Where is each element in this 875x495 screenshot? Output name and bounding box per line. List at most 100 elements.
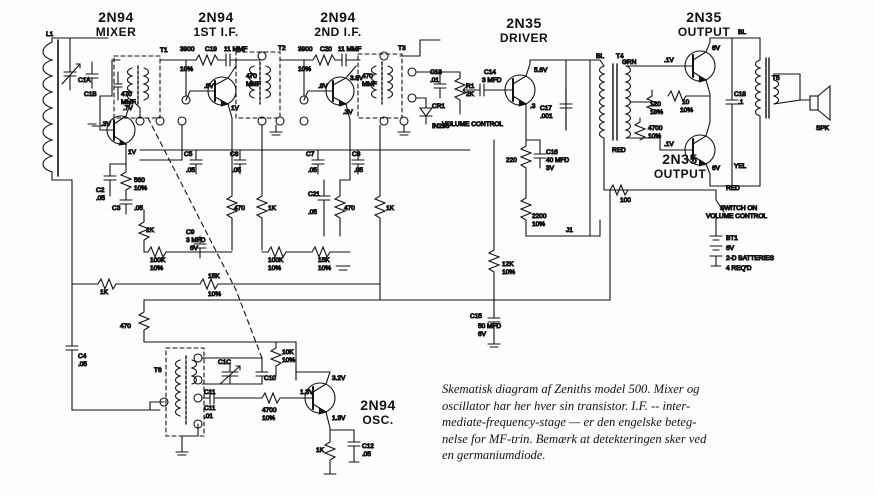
capacitor-c16: [525, 139, 547, 169]
t1-label: T1: [160, 47, 168, 54]
output-top-role: OUTPUT: [677, 25, 731, 39]
resistor-470-c: [137, 299, 151, 343]
r100kb-tol: 10%: [268, 265, 281, 272]
osc-base-tag: 1.3V: [300, 389, 314, 396]
t6-label: T6: [154, 367, 162, 374]
l1-label: L1: [46, 31, 54, 38]
t2-label: T2: [278, 45, 286, 52]
capacitor-c9: [193, 235, 207, 259]
r470b-label: 470: [344, 205, 355, 212]
r100k-tol: 10%: [150, 265, 163, 272]
c8-label: C8: [352, 151, 361, 158]
c8-val: .05: [354, 167, 363, 174]
resistor-10: [667, 89, 711, 103]
stage-heading-output-top: 2N35 OUTPUT: [668, 10, 740, 40]
r100-label: 100: [620, 197, 631, 204]
resistor-1k-c: [137, 209, 151, 253]
c17-val: .001: [540, 113, 553, 120]
if1-part: 2N94: [198, 9, 234, 25]
oscillator-transistor: [299, 371, 336, 429]
power-switch: [715, 189, 725, 237]
capacitor-c6: [233, 149, 247, 175]
bt1-desc-2: 4 REQ'D: [726, 265, 752, 272]
r15k-tol: 10%: [208, 291, 221, 298]
t1-cap-470: 470: [121, 91, 132, 98]
mixer-transistor: [99, 103, 136, 157]
r1-name: VOLUME CONTROL: [442, 121, 503, 128]
driver-collector-tag: 5.6V: [534, 67, 548, 74]
mixer-part: 2N94: [98, 9, 134, 25]
out-bl-tag: BL: [738, 29, 746, 36]
capacitor-c14: [469, 83, 503, 97]
c4-val: .05: [78, 361, 87, 368]
mixer-emitter-tag: 1V: [128, 149, 137, 156]
t2-cap-470: 470: [246, 73, 257, 80]
r2200-tol: 10%: [532, 221, 545, 228]
bt1-label: BT1: [726, 235, 738, 242]
t4-red-tag: RED: [612, 147, 626, 154]
t4-label: T4: [616, 53, 624, 60]
jack-j1: [579, 59, 601, 237]
r120-tol: 10%: [650, 109, 663, 116]
oscillator-coil-t6: [159, 347, 205, 437]
r220-label: 220: [506, 157, 517, 164]
c10-label: C10: [264, 375, 276, 382]
first-if-transistor: [199, 65, 237, 119]
c5-label: C5: [184, 151, 193, 158]
r1ke-label: 1K: [316, 447, 325, 454]
stage-heading-osc: 2N94 OSC.: [352, 398, 404, 428]
c15-label: C15: [470, 313, 482, 320]
capacitor-c3: [119, 199, 133, 215]
detector-diode-cr1: [415, 97, 434, 125]
r1ka-label: 1K: [268, 205, 277, 212]
ground-osc: [175, 423, 199, 456]
t3-label: T3: [398, 45, 406, 52]
resistor-100k-b: [261, 245, 301, 259]
t1-cap-mmf: MMF: [121, 99, 136, 106]
volume-control-r1: [439, 71, 467, 115]
c1c-label: C1C: [218, 359, 231, 366]
out1-collector-tag: 6V: [712, 45, 721, 52]
c14-label: C14: [484, 69, 496, 76]
trimmer-cap-c1b: [85, 61, 99, 89]
capacitor-c8: [351, 149, 365, 175]
r1kd-label: 1K: [100, 289, 109, 296]
driver-part: 2N35: [506, 15, 542, 31]
c11-top-label: C11: [204, 389, 216, 396]
if2-collector-tag: 3.8V: [350, 75, 364, 82]
resistor-120: [645, 89, 659, 115]
resistor-1k-a: [255, 124, 269, 251]
c2-label: C2: [96, 187, 105, 194]
c3-label: C3: [112, 205, 121, 212]
capacitor-c11: [201, 391, 229, 405]
if-transformer-t2: [235, 51, 309, 126]
battery-bt1: [709, 235, 723, 267]
c20-label: C20: [320, 46, 332, 53]
c4-label: C4: [78, 353, 87, 360]
capacitor-c20: [334, 53, 361, 67]
resistor-15k-b: [299, 245, 351, 259]
resistor-220: [519, 139, 533, 181]
c9-val: 3 MFD: [186, 237, 206, 244]
capacitor-c21: [317, 179, 331, 237]
c11-label: C11: [204, 405, 216, 412]
resistor-2200: [519, 179, 591, 237]
r1kb-label: 1K: [386, 205, 395, 212]
if2-emitter-tag: .3V: [343, 109, 353, 116]
caption-line: oscillator har her hver sin transistor. …: [442, 398, 691, 413]
if-transformer-t3: [357, 51, 417, 126]
r560-label: 560: [134, 177, 145, 184]
r3900b-tol: 10%: [298, 66, 311, 73]
ground-t3: [397, 124, 411, 136]
resistor-3900-a: [195, 53, 219, 67]
capacitor-c10: [255, 363, 269, 385]
resistor-3900-b: [303, 53, 336, 67]
r4700b-label: 4700: [648, 125, 663, 132]
resistor-100: [609, 183, 717, 197]
c1b-label: C1B: [84, 91, 97, 98]
t4-grn-tag: GRN: [622, 59, 637, 66]
r560-tol: 10%: [134, 185, 147, 192]
r12k-label: 12K: [502, 261, 514, 268]
